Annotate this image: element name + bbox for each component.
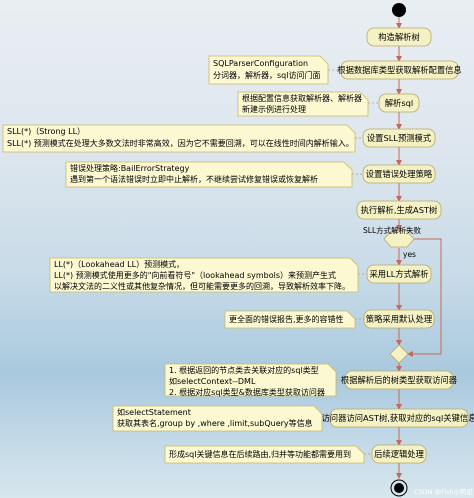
- note-line: 更全面的错误报告,更多的容错性: [229, 314, 344, 324]
- decision-yes-label: yes: [403, 250, 416, 259]
- note-line: 错误处理策略:BailErrorStrategy: [70, 163, 190, 173]
- activity-label: 设置SLL预测模式: [367, 133, 432, 143]
- activity-label: 根据解析后的树类型获取访问器: [341, 375, 458, 385]
- activity-get-visitor: 根据解析后的树类型获取访问器: [341, 370, 458, 390]
- activity-get-parse-config: 根据数据库类型获取解析配置信息: [337, 60, 462, 80]
- note-line: 新建示例进行处理: [242, 104, 306, 114]
- activity-build-parse-tree: 构造解析树: [366, 27, 432, 47]
- end-node: [390, 479, 408, 497]
- note-default-strategy: 更全面的错误报告,更多的容错性: [224, 310, 356, 329]
- activity-visit-ast: 访问器访问AST树,获取对应的sql关键信息: [322, 408, 474, 428]
- activity-default-strategy: 策略采用默认处理: [363, 309, 435, 329]
- note-sql-info: 如selectStatement 获取其表名,group by ,where ,…: [112, 405, 323, 432]
- note-followup: 形成sql关键信息在后续路由,归并等功能都需要用到: [164, 445, 365, 464]
- activity-label: 解析sql: [385, 98, 414, 108]
- activity-followup: 后续逻辑处理: [371, 444, 427, 464]
- note-line: 获取其表名,group by ,where ,limit,subQuery等信息: [117, 418, 313, 428]
- activity-set-error-strategy: 设置错误处理策略: [362, 164, 436, 184]
- activity-label: 构造解析树: [378, 32, 420, 42]
- note-line: 分词器，解析器，sql访问门面: [213, 70, 320, 80]
- activity-label: 设置错误处理策略: [366, 169, 433, 179]
- merge-node: [389, 344, 409, 364]
- note-visitor: 1. 根据返回的节点类去关联对应的sql类型 如selectContext--D…: [164, 363, 337, 397]
- note-line: LL(*)（Lookahead LL）预测模式，: [54, 259, 184, 269]
- note-line: 如selectStatement: [117, 407, 191, 417]
- activity-label: 根据数据库类型获取解析配置信息: [337, 65, 461, 75]
- activity-label: 策略采用默认处理: [366, 314, 433, 324]
- note-line: 以解决文法的二义性或其他复杂情况，但可能需要更多的回溯，导致解析效率下降。: [54, 281, 350, 291]
- note-line: 根据配置信息获取解析器、解析器: [242, 93, 362, 103]
- decision-sll-failed: [383, 230, 415, 248]
- note-error-strategy: 错误处理策略:BailErrorStrategy 遇到第一个语法错误时立即中止解…: [65, 161, 353, 188]
- end-node-inner: [394, 483, 404, 493]
- activity-ll-parse: 采用LL方式解析: [366, 264, 432, 284]
- note-line: SLL(*)（Strong LL）: [7, 127, 85, 136]
- activity-execute-parse: 执行解析,生成AST树: [356, 200, 442, 220]
- note-sll-mode: SLL(*)（Strong LL） SLL(*) 预测模式在处理大多数文法时非常…: [2, 124, 356, 153]
- note-line: 遇到第一个语法错误时立即中止解析，不继续尝试修复错误或恢复解析: [70, 174, 318, 184]
- note-line: 形成sql关键信息在后续路由,归并等功能都需要用到: [169, 449, 351, 459]
- note-ll-mode: LL(*)（Lookahead LL）预测模式， LL(*) 预测模式使用更多的…: [49, 257, 359, 293]
- note-line: SQLParserConfiguration: [213, 59, 308, 68]
- note-line: 2. 根据对应sql类型&数据库类型获取访问器: [169, 387, 325, 397]
- activity-label: 后续逻辑处理: [374, 449, 424, 459]
- decision-label: SLL方式解析失败: [363, 225, 422, 235]
- note-line: SLL(*) 预测模式在处理大多数文法时非常高效，因为它不需要回溯，可以在线性时…: [7, 138, 354, 148]
- activity-parse-sql: 解析sql: [378, 93, 420, 113]
- activity-label: 执行解析,生成AST树: [361, 205, 438, 215]
- note-line: 如selectContext--DML: [169, 376, 256, 386]
- note-parser-configuration: SQLParserConfiguration 分词器，解析器，sql访问门面: [208, 55, 329, 85]
- activity-label: 采用LL方式解析: [369, 269, 428, 279]
- note-parse-sql: 根据配置信息获取解析器、解析器 新建示例进行处理: [237, 91, 369, 117]
- note-line: 1. 根据返回的节点类去关联对应的sql类型: [169, 365, 319, 375]
- start-node: [392, 3, 406, 17]
- activity-set-sll-mode: 设置SLL预测模式: [362, 128, 436, 148]
- note-line: LL(*) 预测模式使用更多的"向前看符号"（lookahead symbols…: [54, 270, 336, 280]
- activity-label: 访问器访问AST树,获取对应的sql关键信息: [322, 413, 474, 423]
- watermark: CSDN @Fish小鸭纸: [414, 487, 474, 496]
